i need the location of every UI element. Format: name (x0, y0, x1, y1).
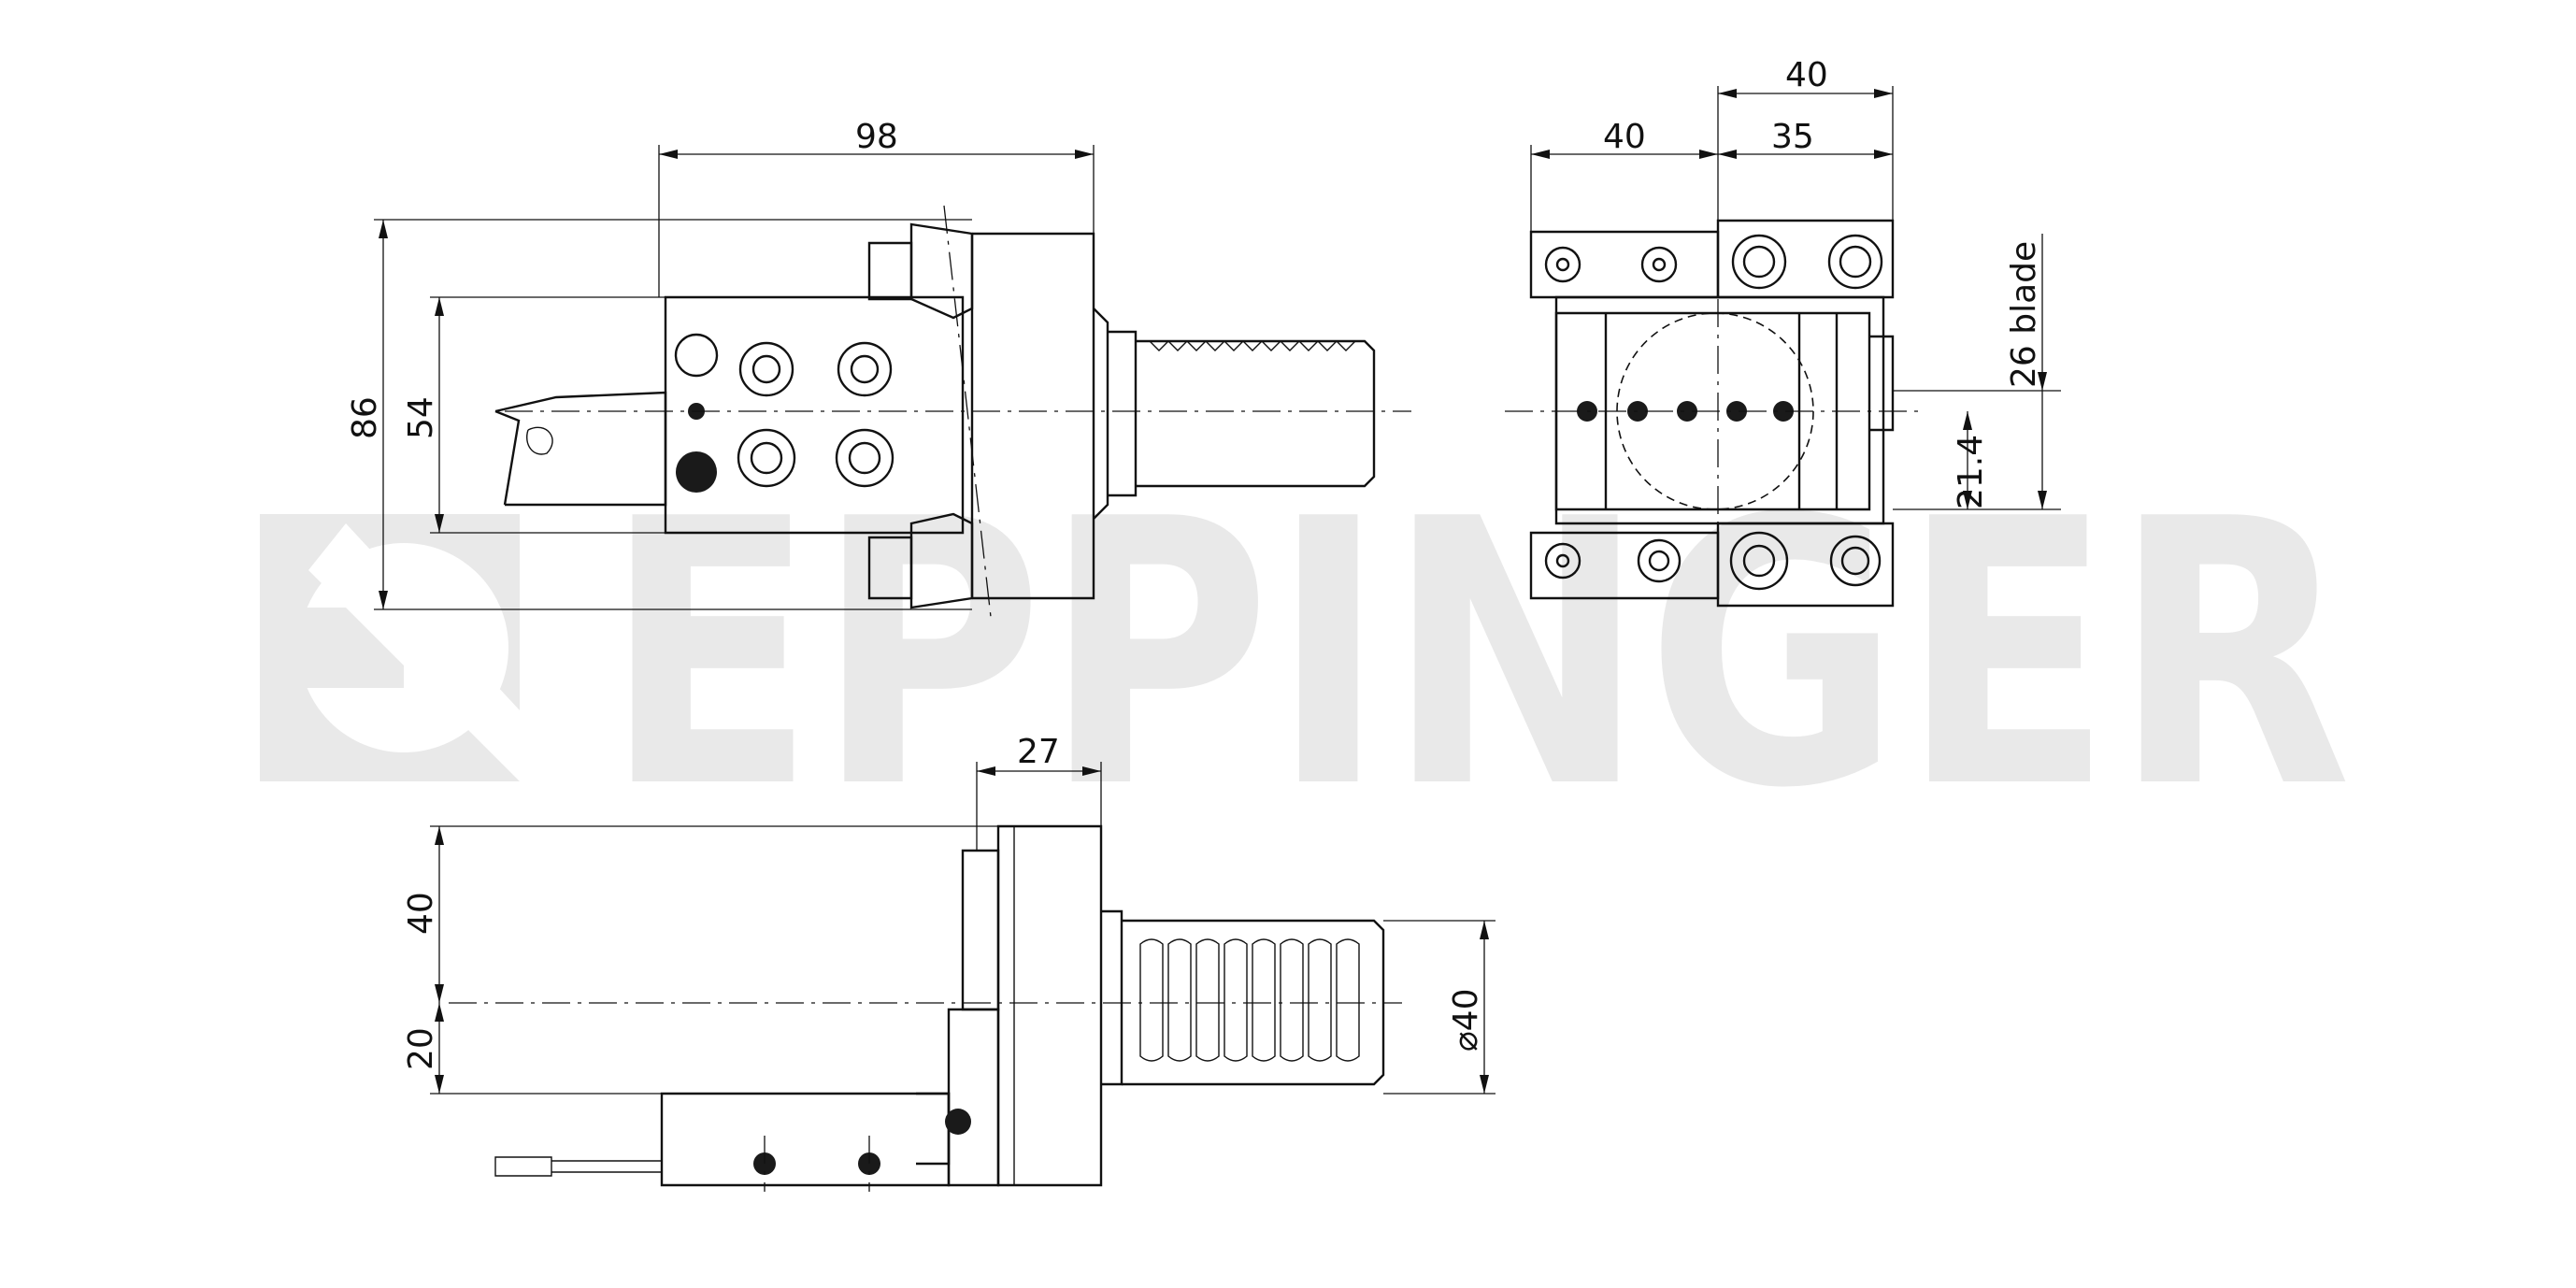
thread-ribs (1139, 938, 1360, 1062)
dim-front-height-total: 86 (346, 396, 384, 439)
dim-side-width-right: 35 (1771, 118, 1814, 156)
dim-top-width: 27 (1017, 733, 1060, 771)
side-view (1505, 219, 1925, 608)
dim-shank-diameter: ⌀40 (1447, 989, 1485, 1052)
dim-front-width: 98 (855, 118, 898, 156)
top-view-dimensions: 27 40 20 ⌀40 (402, 733, 1496, 1095)
watermark-brand-text: EPPINGER (604, 442, 2352, 868)
eppinger-watermark: EPPINGER (260, 442, 2352, 868)
dim-front-height-inner: 54 (402, 396, 440, 439)
dim-offset-height: 21.4 (1952, 435, 1990, 509)
side-view-holes (1544, 234, 1883, 591)
dim-side-width-top: 40 (1785, 56, 1828, 94)
front-view (494, 205, 1411, 618)
side-view-dimensions: 40 40 35 26 blade 21.4 (1530, 56, 2061, 510)
top-view (449, 824, 1402, 1192)
clamp-screw-holes (674, 333, 894, 493)
dim-top-lower: 20 (402, 1027, 440, 1070)
dim-top-upper: 40 (402, 892, 440, 935)
dim-side-width-left: 40 (1603, 118, 1646, 156)
front-view-dimensions: 98 86 54 (346, 118, 1095, 610)
dim-blade-label: 26 blade (2005, 241, 2043, 388)
eppinger-logo-mark (260, 514, 520, 781)
